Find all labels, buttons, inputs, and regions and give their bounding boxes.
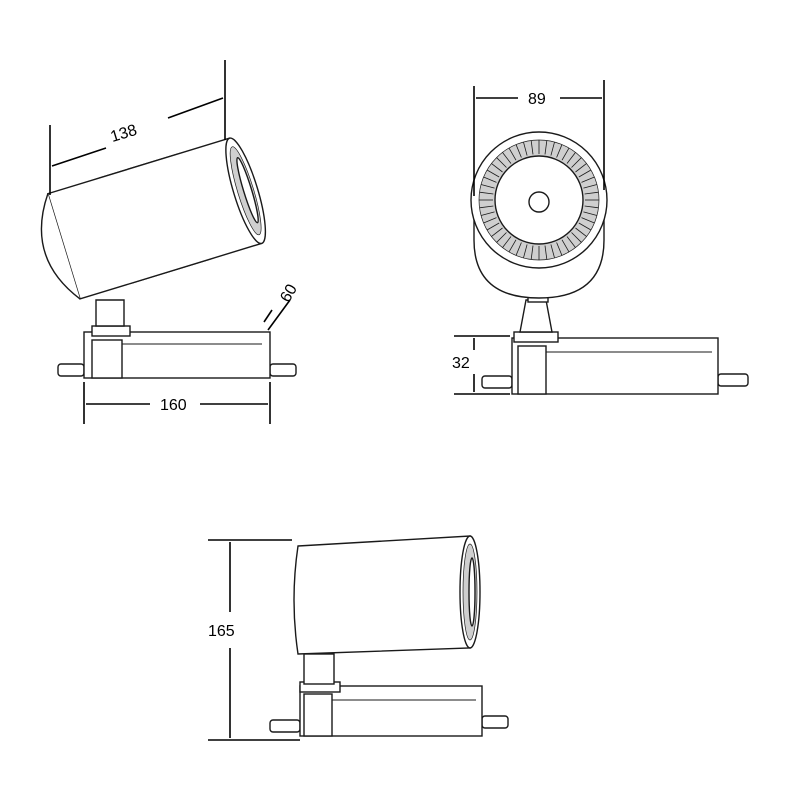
fin-line xyxy=(584,205,599,209)
fin-line xyxy=(483,217,497,224)
adaptor-end-block-angled xyxy=(91,339,123,379)
fin-line xyxy=(571,157,582,168)
fin-line xyxy=(583,211,598,216)
fin-line xyxy=(544,245,548,260)
dimension-label-89: 89 xyxy=(528,91,546,108)
fin-line xyxy=(483,176,497,183)
fin-line xyxy=(575,163,587,173)
fin-line xyxy=(556,144,563,158)
dimension-60: 60 xyxy=(263,281,301,331)
adaptor-end-block-front xyxy=(517,345,547,395)
dimension-label-60: 60 xyxy=(277,281,301,305)
fin-line xyxy=(515,144,522,158)
fin-line xyxy=(556,242,563,256)
neck-angled xyxy=(95,299,125,327)
dimension-165: 165 xyxy=(208,539,300,741)
right-clip-side xyxy=(481,715,509,729)
right-clip-angled xyxy=(269,363,297,377)
fin-line xyxy=(480,211,495,216)
fin-line xyxy=(479,205,494,209)
fin-line xyxy=(479,191,494,195)
fin-lines-front xyxy=(479,140,599,260)
fin-line xyxy=(530,140,534,155)
left-clip-front xyxy=(481,375,513,389)
fin-line xyxy=(550,141,555,156)
fin-line xyxy=(584,191,599,195)
fin-line xyxy=(502,152,512,164)
fin-line xyxy=(571,232,582,243)
fin-line xyxy=(491,163,503,173)
fin-line xyxy=(578,222,592,231)
fin-line xyxy=(581,217,595,224)
dimension-label-32: 32 xyxy=(452,355,470,372)
left-clip-side xyxy=(269,719,301,733)
led-center-front xyxy=(528,191,550,213)
adaptor-end-block-side xyxy=(303,693,333,737)
fin-line xyxy=(502,236,512,248)
left-clip-angled xyxy=(57,363,85,377)
fin-line xyxy=(480,184,495,189)
fin-line xyxy=(575,227,587,237)
dimension-89: 89 xyxy=(473,80,605,196)
fin-line xyxy=(561,147,570,161)
spotlight-body-angled xyxy=(40,137,267,300)
fin-line xyxy=(561,239,570,253)
fin-line xyxy=(578,169,592,178)
fin-line xyxy=(544,140,548,155)
fin-line xyxy=(515,242,522,256)
fin-line xyxy=(550,244,555,259)
fin-line xyxy=(486,169,500,178)
dimension-32: 32 xyxy=(452,335,510,395)
neck-collar-front xyxy=(513,331,559,343)
spotlight-body-side xyxy=(293,535,471,655)
dimension-160: 160 xyxy=(83,382,271,424)
fin-line xyxy=(583,184,598,189)
side-view: 165 xyxy=(208,535,509,741)
neck-collar-angled xyxy=(91,325,131,337)
dimension-label-138: 138 xyxy=(109,122,140,146)
fin-line xyxy=(523,244,528,259)
fin-line xyxy=(508,239,517,253)
dimension-label-160: 160 xyxy=(160,397,187,414)
neck-side xyxy=(303,653,335,685)
reflector-side xyxy=(468,557,476,627)
fin-line xyxy=(530,245,534,260)
fin-line xyxy=(491,227,503,237)
fin-line xyxy=(523,141,528,156)
front-view: 89 32 xyxy=(452,80,749,395)
fin-line xyxy=(496,232,507,243)
fin-line xyxy=(486,222,500,231)
fin-line xyxy=(566,152,576,164)
right-clip-front xyxy=(717,373,749,387)
angled-side-view: 138 60 160 xyxy=(40,60,301,424)
fin-line xyxy=(508,147,517,161)
neck-front xyxy=(519,299,553,333)
fin-line xyxy=(566,236,576,248)
fin-line xyxy=(496,157,507,168)
dimension-label-165: 165 xyxy=(208,623,235,640)
fin-line xyxy=(581,176,595,183)
